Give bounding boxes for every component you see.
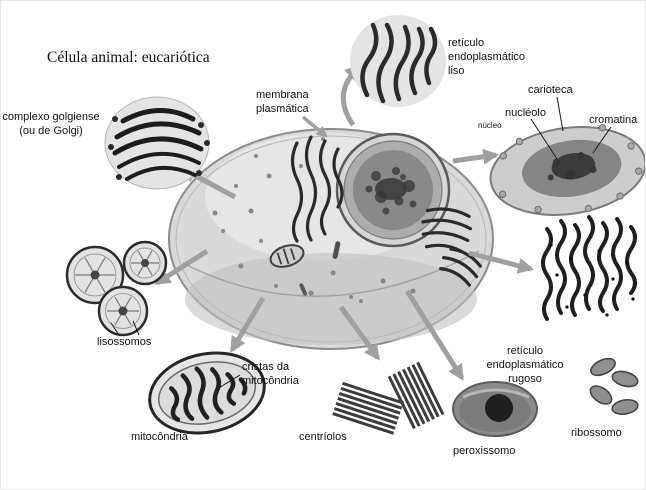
label-cristas-da-mitocondria: cristas da mitocôndria <box>242 361 299 387</box>
cell-er-stacks-illustration <box>421 207 482 287</box>
centriole-illustration <box>332 361 445 435</box>
label-reticulo-endoplasmatico-liso: retículo endoplasmático liso <box>448 37 526 77</box>
nucleus-illustration <box>489 124 645 216</box>
label-carioteca: carioteca <box>528 84 573 96</box>
arrow-membrana <box>301 115 328 138</box>
peroxisome-illustration <box>452 381 538 437</box>
label-nucleolo: nucléolo <box>505 107 546 119</box>
label-mitocondria: mitocôndria <box>131 431 188 443</box>
arrow-to-lisossomos <box>154 248 209 286</box>
label-ribossomo: ribossomo <box>571 427 622 439</box>
lysosome-illustration <box>65 240 168 337</box>
label-cromatina: cromatina <box>589 114 638 126</box>
cell-er-illustration <box>290 135 344 243</box>
nucleus-label-lines <box>530 96 612 160</box>
cell-rods <box>299 241 341 296</box>
pointer-arrows <box>154 64 535 381</box>
smooth-er-illustration <box>350 15 446 107</box>
mitochondria-illustration <box>148 351 266 435</box>
cell-nucleus-illustration <box>335 132 451 248</box>
arrow-to-mitocondria <box>229 296 266 353</box>
rough-er-illustration <box>541 215 637 321</box>
arrow-to-nucleo <box>452 148 500 165</box>
golgi-illustration <box>104 96 210 190</box>
label-nucleo: núcleo <box>478 121 502 130</box>
cristas-label-line <box>216 374 241 390</box>
arrow-to-peroxissomo <box>404 289 465 381</box>
lysosome-label-lines <box>110 320 140 336</box>
cell-body-illustration <box>168 128 494 350</box>
label-reticulo-endoplasmatico-rugoso: retículo endoplasmático rugoso <box>486 345 564 385</box>
label-peroxissomo: peroxissomo <box>453 445 516 457</box>
cell-mitochondrion-illustration <box>269 244 305 268</box>
arrow-to-re-rugoso <box>468 250 535 274</box>
label-membrana-plasmatica: membrana plasmática <box>256 89 309 115</box>
label-complexo-golgiense: complexo golgiense (ou de Golgi) <box>2 111 100 137</box>
label-lisossomos: lisossomos <box>97 336 152 348</box>
arrow-to-centriolos <box>338 305 381 361</box>
label-centriolos: centríolos <box>299 431 347 443</box>
diagram-title: Célula animal: eucariótica <box>47 49 210 66</box>
ribosome-illustration <box>589 357 639 416</box>
